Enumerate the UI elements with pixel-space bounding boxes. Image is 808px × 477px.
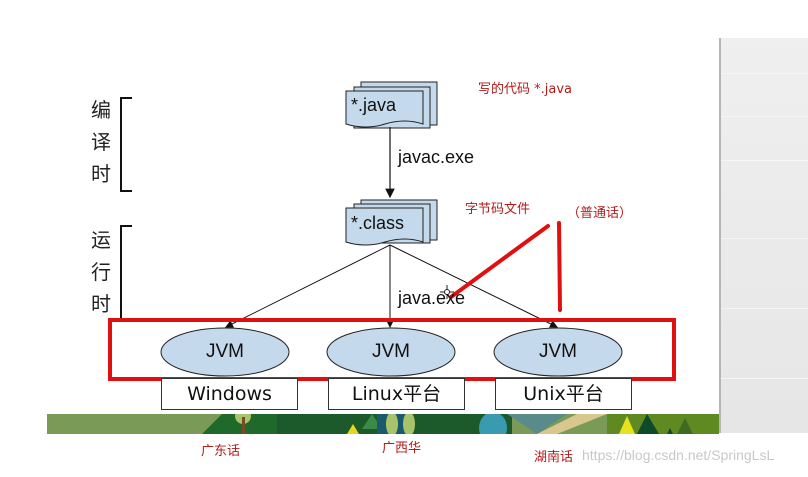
cursor-icon [440,285,454,299]
jvm-ellipse-windows [160,327,290,377]
jvm-label-unix: JVM [539,341,577,362]
bytecode-note: 字节码文件 [465,202,531,217]
jvm-ellipse-unix [493,327,623,377]
java-file-stack-icon [345,81,438,129]
java-file-label: *.java [351,95,397,115]
compile-time-bracket [120,97,132,192]
dialect-cantonese: 广东话 [201,444,241,459]
annotation-pen-stroke [449,224,550,299]
dialect-hunan: 湖南话 [534,450,574,465]
jvm-label-linux: JVM [372,341,410,362]
class-file-stack-icon [345,199,438,246]
watermark: https://blog.csdn.net/SpringLsL [582,447,775,463]
java-exe-label: java.exe [398,288,466,308]
class-file-label: *.class [351,213,405,233]
compile-time-label: 编译时 [91,98,111,186]
dialect-guangxi: 广西华 [382,441,422,456]
platform-windows: Windows [161,378,298,410]
run-time-bracket [120,225,132,318]
source-note: 写的代码 *.java [478,82,573,97]
platform-linux: Linux平台 [328,378,465,410]
jvm-label-windows: JVM [206,341,244,362]
annotation-pen-stroke [557,221,562,312]
jvm-ellipse-linux [326,327,456,377]
mandarin-note: （普通话） [567,206,633,221]
javac-label: javac.exe [398,147,475,167]
run-time-label: 运行时 [91,228,111,316]
run-arrow-unix [389,244,558,328]
platform-unix: Unix平台 [495,378,632,410]
side-panel [719,38,808,433]
run-arrow-windows [225,244,391,328]
